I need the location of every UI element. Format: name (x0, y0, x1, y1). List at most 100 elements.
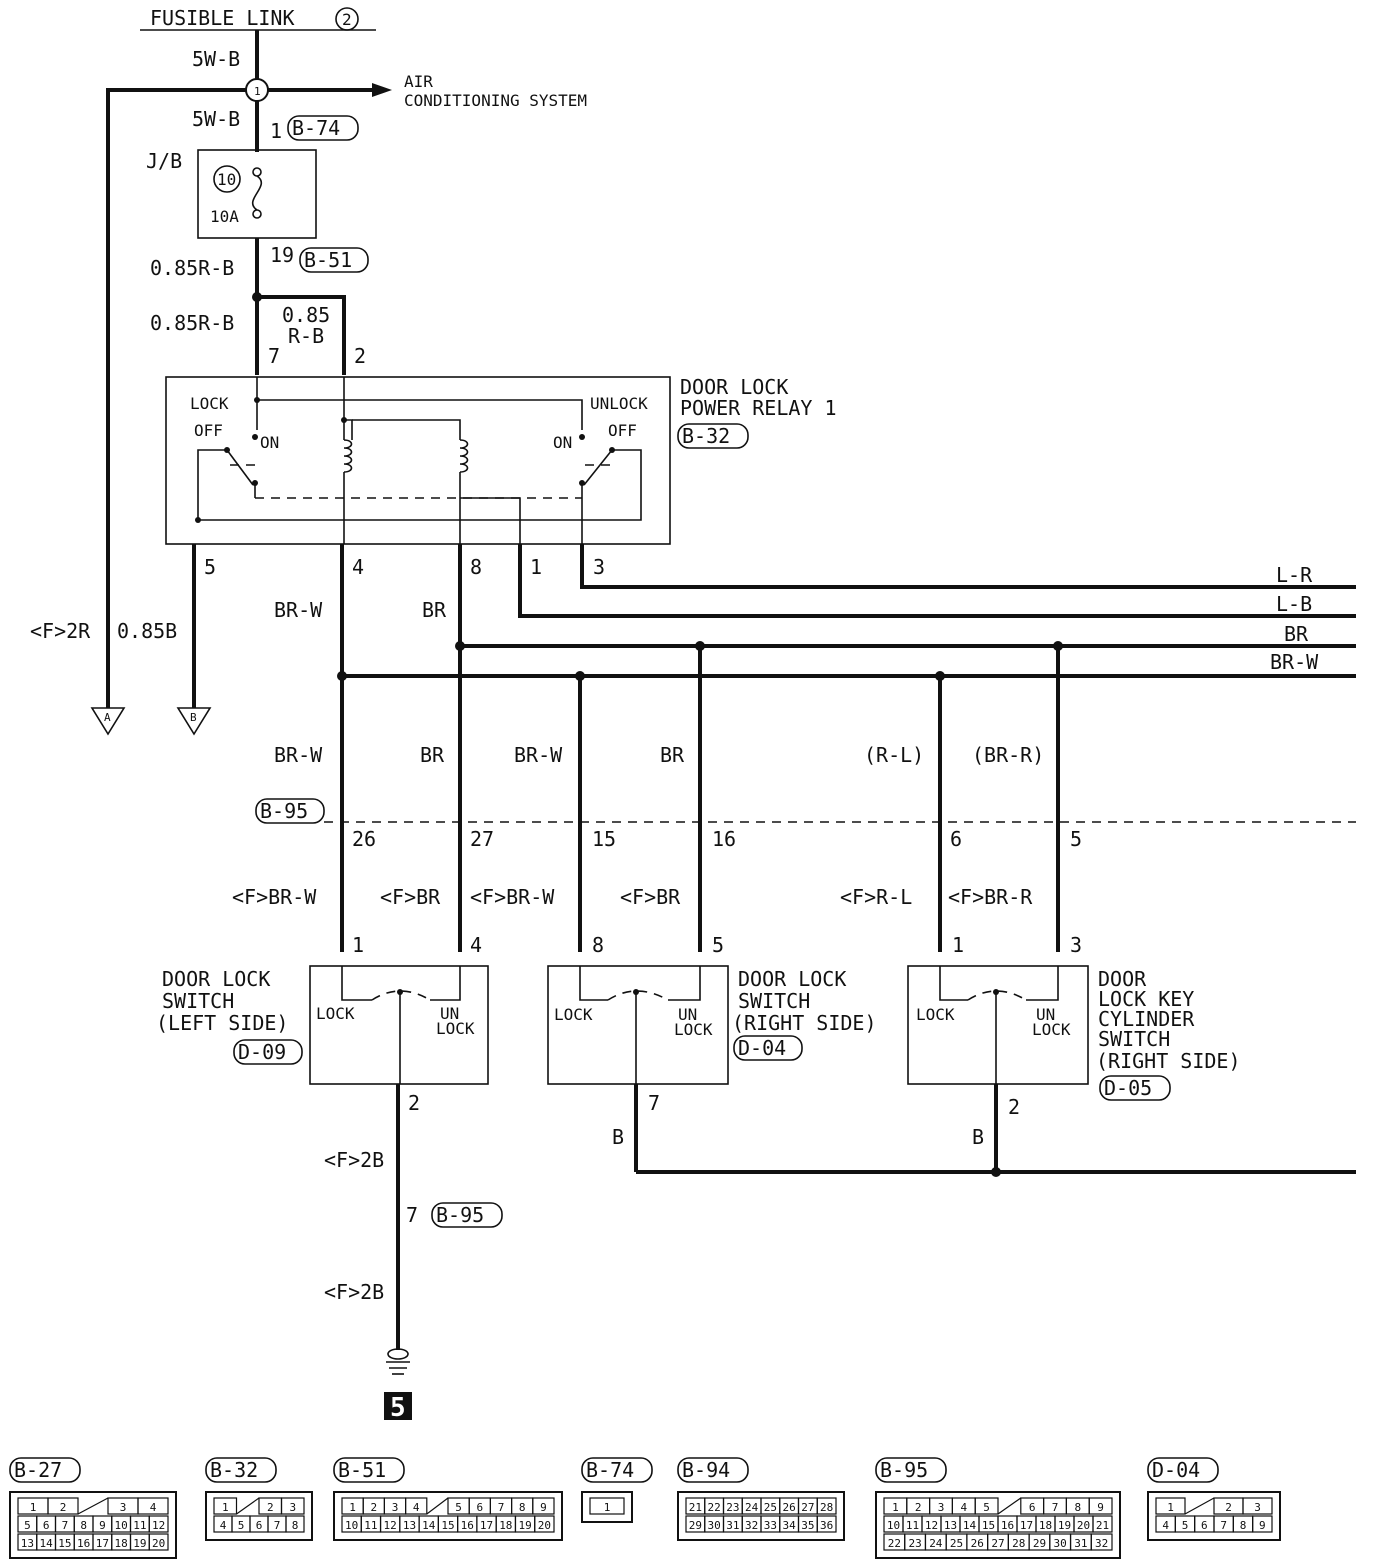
terminal-b-icon (176, 707, 212, 736)
ground-joint-pin-7: 7 (406, 1203, 418, 1227)
relay-pin1-path (460, 497, 521, 544)
connector-view-pin-number: 5 (238, 1519, 245, 1532)
connector-view-pin-number: 17 (96, 1537, 109, 1550)
wire-to-terminal-a (106, 88, 246, 708)
terminal-a-icon (90, 707, 126, 736)
wire-label-f2b-lower: <F>2B (324, 1280, 384, 1304)
switch-right-lock-label: LOCK (554, 1005, 593, 1024)
wire-label-f-rl: <F>R-L (840, 885, 912, 909)
relay-contact-on-right (579, 434, 585, 440)
connector-view-cavity (1155, 1497, 1186, 1515)
connector-view-pin-number: 12 (925, 1519, 938, 1532)
connector-view-label: B-32 (210, 1458, 258, 1482)
wire-label-f-br: <F>BR (620, 885, 681, 909)
connector-view-pin-number: 16 (77, 1537, 90, 1550)
connector-view-pin-number: 28 (820, 1501, 833, 1514)
ground-section: <F>2B 7 B-95 <F>2B 5 B B (324, 1084, 1356, 1423)
connector-view-pin-number: 1 (349, 1501, 356, 1514)
connector-view-pin-number: 8 (292, 1519, 299, 1532)
wire-label-brw: BR-W (274, 743, 323, 767)
connector-view-pin-number: 11 (133, 1519, 146, 1532)
connector-view-housing (205, 1491, 313, 1541)
splice-number: 1 (254, 85, 261, 98)
fuse-icon (251, 175, 263, 211)
connector-view-pin-number: 30 (1054, 1537, 1067, 1550)
connector-view-tag (875, 1457, 947, 1483)
joint-connector-label: B-95 (260, 799, 308, 823)
connector-view-cavity (1090, 1533, 1113, 1551)
joint-connector-b95: B-95 26 27 15 16 6 5 <F>BR-W <F>BR <F>BR… (232, 798, 1356, 909)
switch-right-lock-lead (579, 966, 608, 1001)
connector-view-pin-number: 7 (1052, 1501, 1059, 1514)
relay-top-bus (257, 399, 583, 430)
connector-view-pin-number: 8 (519, 1501, 526, 1514)
switch-left-lock2-label: LOCK (436, 1019, 475, 1038)
connector-view-pin-number: 31 (726, 1519, 739, 1532)
switch-right-arm (607, 990, 669, 1001)
connector-view-pin-number: 18 (499, 1519, 512, 1532)
switch-right-title-3: (RIGHT SIDE) (732, 1011, 877, 1035)
connector-view-pin-number: 3 (289, 1501, 296, 1514)
switch-right-lock2-label: LOCK (674, 1020, 713, 1039)
junction-block-label: J/B (146, 149, 182, 173)
relay-off-label-left: OFF (194, 421, 223, 440)
connector-view-pin-number: 5 (455, 1501, 462, 1514)
connector-view-pin-number: 1 (892, 1501, 899, 1514)
terminal-a-label: A (104, 711, 111, 724)
connector-view-pin-number: 3 (392, 1501, 399, 1514)
connector-view-pin-number: 3 (938, 1501, 945, 1514)
key-switch-title-3: CYLINDER (1098, 1007, 1195, 1031)
wire-label-rb: R-B (288, 324, 324, 348)
switch-left-un-label: UN (440, 1004, 459, 1023)
coil-lock-link (344, 419, 353, 440)
connector-view-pin-number: 15 (441, 1519, 454, 1532)
switch-right-title-1: DOOR LOCK (738, 967, 846, 991)
connector-view-tag (205, 1457, 277, 1483)
connector-view-pin-number: 2 (1225, 1501, 1232, 1514)
wire-label-085: 0.85 (282, 303, 330, 327)
relay-pin-7: 7 (268, 344, 280, 368)
wire-label-085b: 0.85B (117, 619, 177, 643)
key-switch-title-4: SWITCH (1098, 1027, 1170, 1051)
connector-tag-b32 (677, 423, 749, 449)
connector-tag-b74 (287, 115, 359, 141)
key-switch-unlock-lead (1026, 966, 1059, 1001)
switch-left-arm (371, 990, 431, 1001)
connector-view-pin-number: 17 (1020, 1519, 1033, 1532)
connector-view-housing (875, 1491, 1121, 1559)
key-cylinder-switch: 1 3 DOOR LOCK KEY CYLINDER SWITCH (RIGHT… (907, 933, 1241, 1119)
junction-dot (455, 641, 465, 651)
ac-label-line2: CONDITIONING SYSTEM (404, 91, 587, 110)
ground-lug-icon (387, 1348, 409, 1360)
joint-pin-6: 6 (950, 827, 962, 851)
connector-view-pin-number: 21 (689, 1501, 702, 1514)
relay-title-line1: DOOR LOCK (680, 375, 788, 399)
wire-label-b-right: B (612, 1125, 624, 1149)
connector-view-pin-number: 3 (1254, 1501, 1261, 1514)
relay-off-label-right: OFF (608, 421, 637, 440)
connector-view-pin-number: 32 (1095, 1537, 1108, 1550)
connector-view-cavity (285, 1515, 305, 1533)
wire-label-br-upper: BR (422, 598, 447, 622)
connector-view-pin-number: 34 (783, 1519, 797, 1532)
connector-view-label: B-94 (682, 1458, 730, 1482)
key-switch-title-5: (RIGHT SIDE) (1096, 1049, 1241, 1073)
connector-view-pin-number: 35 (801, 1519, 814, 1532)
connector-view-pin-number: 9 (540, 1501, 547, 1514)
connector-view-pin-number: 25 (950, 1537, 963, 1550)
switch-right-pin-5: 5 (712, 933, 724, 957)
wire-label-f2b-upper: <F>2B (324, 1148, 384, 1172)
connector-view-pin-number: 22 (708, 1501, 721, 1514)
door-lock-power-relay: 7 2 DOOR LOCK POWER RELAY 1 B-32 LOCK UN… (165, 344, 837, 579)
connector-view-housing (581, 1491, 633, 1523)
key-switch-arm (967, 990, 1027, 1001)
connector-view-pin-number: 1 (222, 1501, 229, 1514)
key-switch-un-label: UN (1036, 1005, 1055, 1024)
wire-label-br: BR (420, 743, 445, 767)
relay-coil-feed-wire (257, 295, 346, 375)
relay-pin-3: 3 (593, 555, 605, 579)
